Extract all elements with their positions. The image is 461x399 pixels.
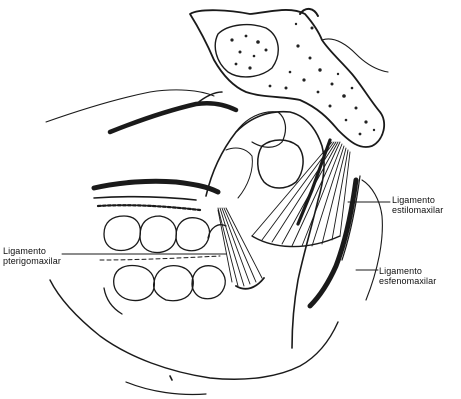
lower-teeth xyxy=(104,266,225,315)
label-ligamento-pterigomaxilar: Ligamento pterigomaxilar xyxy=(3,246,61,266)
upper-teeth xyxy=(104,216,226,252)
label-pterigomaxilar-line2: pterigomaxilar xyxy=(3,256,61,266)
label-ligamento-esfenomaxilar: Ligamento esfenomaxilar xyxy=(379,266,436,286)
label-ligamento-estilomaxilar: Ligamento estilomaxilar xyxy=(392,195,443,215)
stylomandibular-ligament xyxy=(252,142,350,247)
styloid-process xyxy=(298,140,330,224)
occlusal-line xyxy=(100,256,220,260)
zygomatic-arch xyxy=(46,90,236,132)
label-esfenomaxilar-line2: esfenomaxilar xyxy=(379,276,436,286)
label-esfenomaxilar-line1: Ligamento xyxy=(379,266,436,276)
label-estilomaxilar-line2: estilomaxilar xyxy=(392,205,443,215)
label-pterigomaxilar-line1: Ligamento xyxy=(3,246,61,256)
label-estilomaxilar-line1: Ligamento xyxy=(392,195,443,205)
upper-gum xyxy=(94,181,218,210)
temporal-bone xyxy=(190,9,388,147)
